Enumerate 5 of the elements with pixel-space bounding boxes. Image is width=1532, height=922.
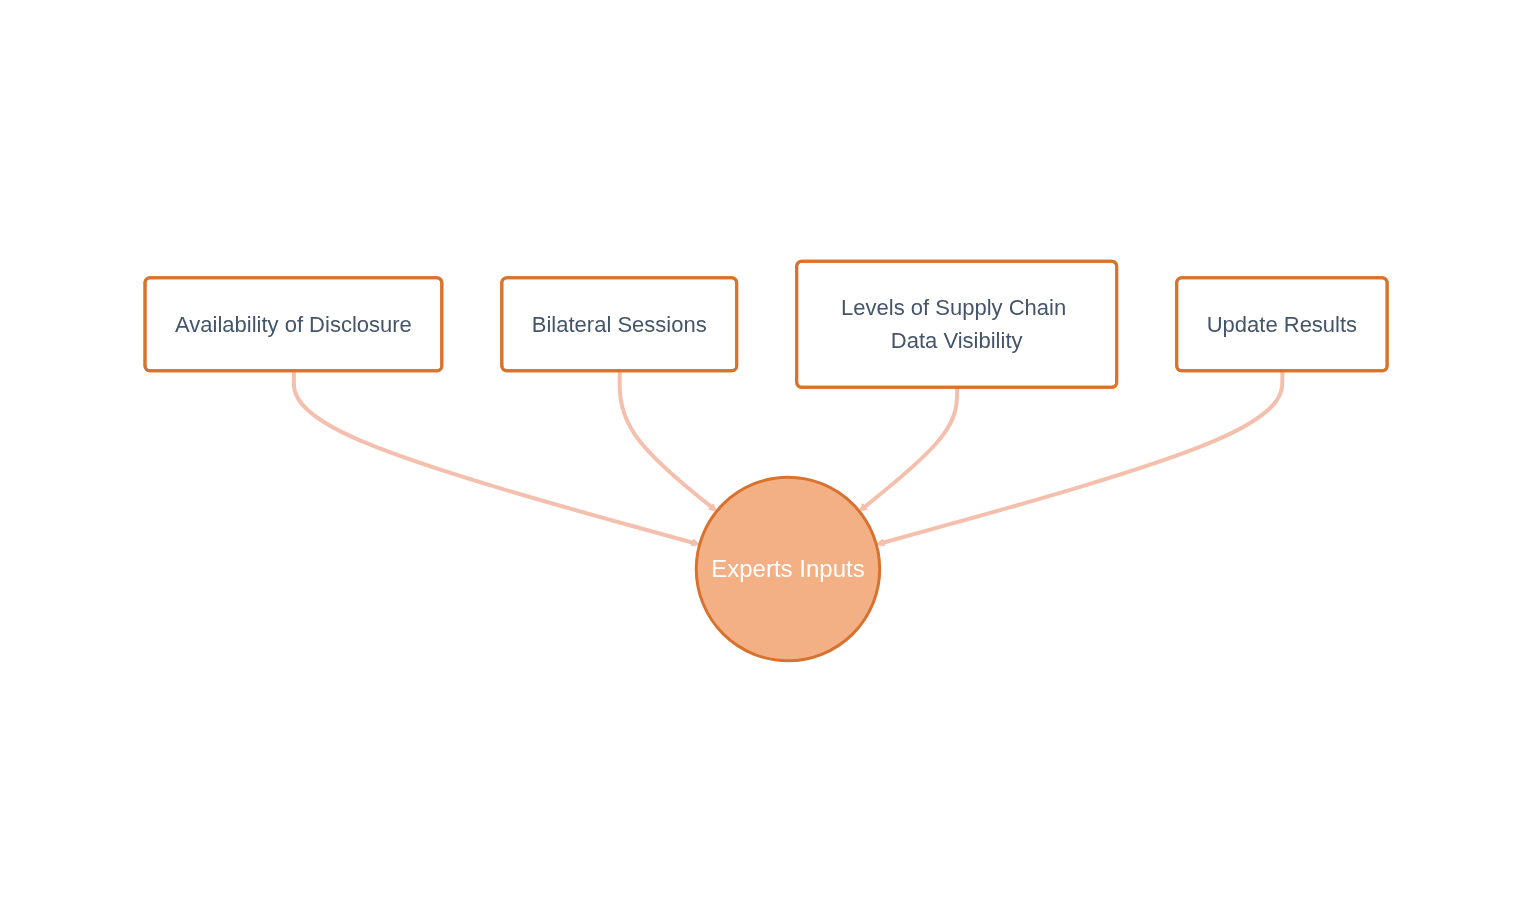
arrow <box>875 371 1285 547</box>
arrow <box>291 371 700 547</box>
arrow <box>858 387 960 512</box>
arrow <box>617 371 718 512</box>
node-circle: Experts Inputs <box>694 475 882 663</box>
